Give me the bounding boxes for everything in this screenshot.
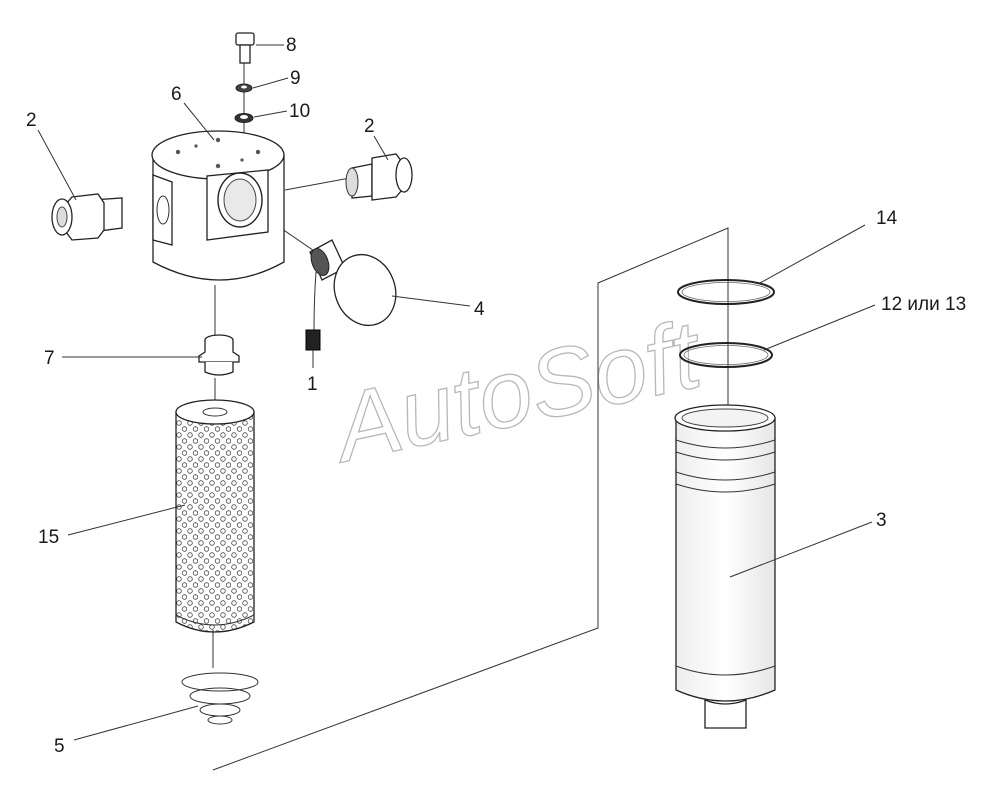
label-10: 10 <box>289 101 310 122</box>
leader-12-13 <box>763 304 876 351</box>
label-5: 5 <box>54 736 65 757</box>
label-2-right: 2 <box>364 116 375 137</box>
fitting-right-axis-line <box>284 177 351 191</box>
watermark-text: AutoSoft <box>322 300 713 483</box>
seal-part-10 <box>234 113 254 123</box>
label-7: 7 <box>44 348 55 369</box>
spring-part-5 <box>181 672 259 725</box>
leader-10 <box>253 110 288 118</box>
connector-part-1 <box>305 271 321 351</box>
label-3: 3 <box>876 510 887 531</box>
assembly-path-line <box>212 227 729 771</box>
housing-part-6 <box>151 130 285 281</box>
nipple-part-7 <box>198 334 240 376</box>
leader-6 <box>183 102 215 141</box>
label-1: 1 <box>307 374 318 395</box>
leader-5 <box>73 705 199 741</box>
label-14: 14 <box>876 208 898 229</box>
fitting-left-part-2 <box>51 193 123 241</box>
label-9: 9 <box>290 68 301 89</box>
leader-2-right <box>373 135 389 161</box>
oring-part-14 <box>677 279 775 305</box>
label-2-left: 2 <box>26 110 37 131</box>
leader-15 <box>67 504 186 536</box>
oring-part-12-13 <box>679 342 773 368</box>
fitting-right-part-2 <box>345 153 413 201</box>
leader-4 <box>391 295 471 307</box>
label-12-13: 12 или 13 <box>881 294 966 315</box>
bolt-part-8 <box>235 32 255 64</box>
label-6: 6 <box>171 84 182 105</box>
washer-part-9 <box>235 83 253 93</box>
leader-14 <box>759 224 866 284</box>
label-4: 4 <box>474 299 485 320</box>
case-part-3 <box>674 404 776 729</box>
leader-2-left <box>37 129 77 201</box>
leader-9 <box>252 77 289 89</box>
label-8: 8 <box>286 35 297 56</box>
sensor-part-4 <box>309 239 397 327</box>
leader-3 <box>729 521 873 578</box>
filter-element-part-15 <box>175 399 255 633</box>
label-15: 15 <box>38 527 59 548</box>
